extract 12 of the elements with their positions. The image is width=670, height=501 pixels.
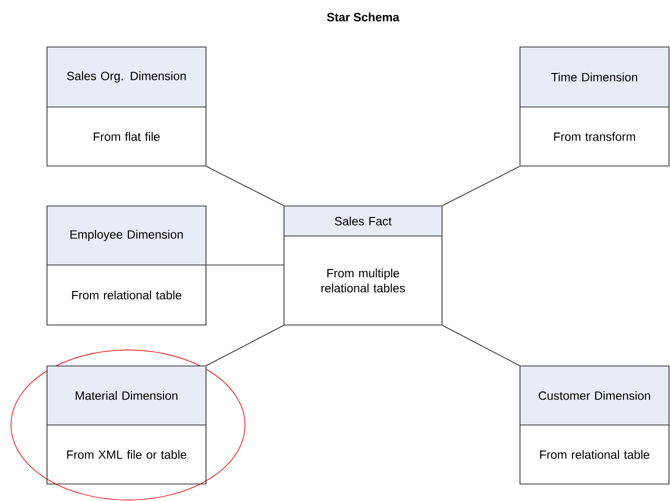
- connector-line: [442, 166, 520, 206]
- table-box: Time Dimension From transform: [520, 46, 670, 166]
- table-box: Material Dimension From XML file or table: [46, 366, 206, 484]
- table-box: Employee Dimension From relational table: [46, 206, 206, 326]
- table-box: Customer Dimension From relational table: [520, 366, 670, 484]
- table-box: Sales Fact From multiple relational tables: [284, 206, 442, 326]
- connector-line: [442, 325, 520, 366]
- table-box: Sales Org. Dimension From flat file: [46, 46, 206, 166]
- title: Star Schema: [327, 12, 400, 22]
- connector-line: [206, 166, 284, 206]
- connector-line: [206, 264, 284, 266]
- connector-line: [206, 325, 284, 366]
